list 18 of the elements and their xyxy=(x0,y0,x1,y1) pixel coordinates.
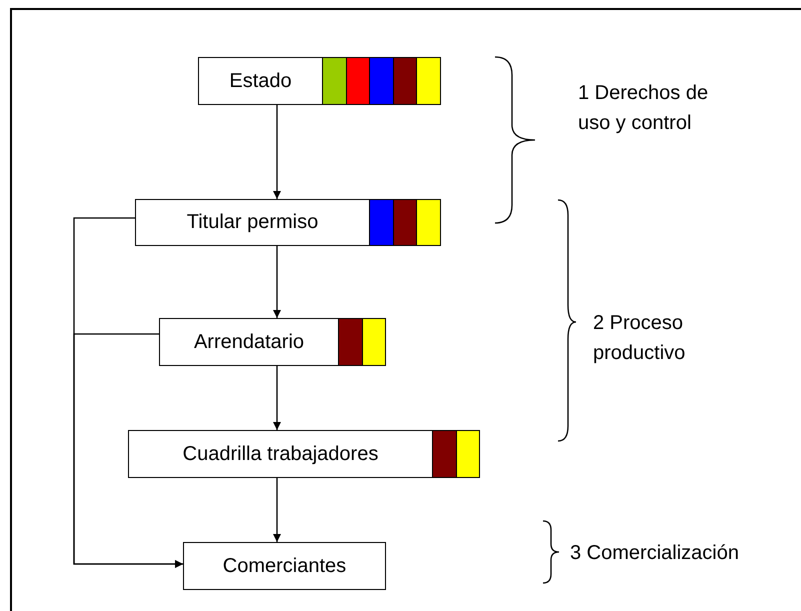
node-label: Titular permiso xyxy=(186,210,318,235)
group-label: 1 Derechos de uso y control xyxy=(578,81,710,136)
process-box xyxy=(159,318,386,366)
process-box xyxy=(135,199,441,246)
process-box xyxy=(183,542,386,590)
node-label: Estado xyxy=(229,68,292,94)
arrow xyxy=(273,105,281,199)
group-label: 3 Comercialización xyxy=(570,541,740,566)
node-label: Comerciantes xyxy=(222,554,346,578)
group-label: 2 Proceso productivo xyxy=(593,311,686,366)
process-box xyxy=(198,57,441,105)
arrow xyxy=(273,478,281,542)
arrow xyxy=(273,366,281,430)
node-label: Arrendatario xyxy=(194,330,304,354)
node-label: Cuadrilla trabajadores xyxy=(182,442,378,466)
arrow xyxy=(273,246,281,318)
process-box xyxy=(128,430,480,478)
arrow xyxy=(73,333,183,568)
